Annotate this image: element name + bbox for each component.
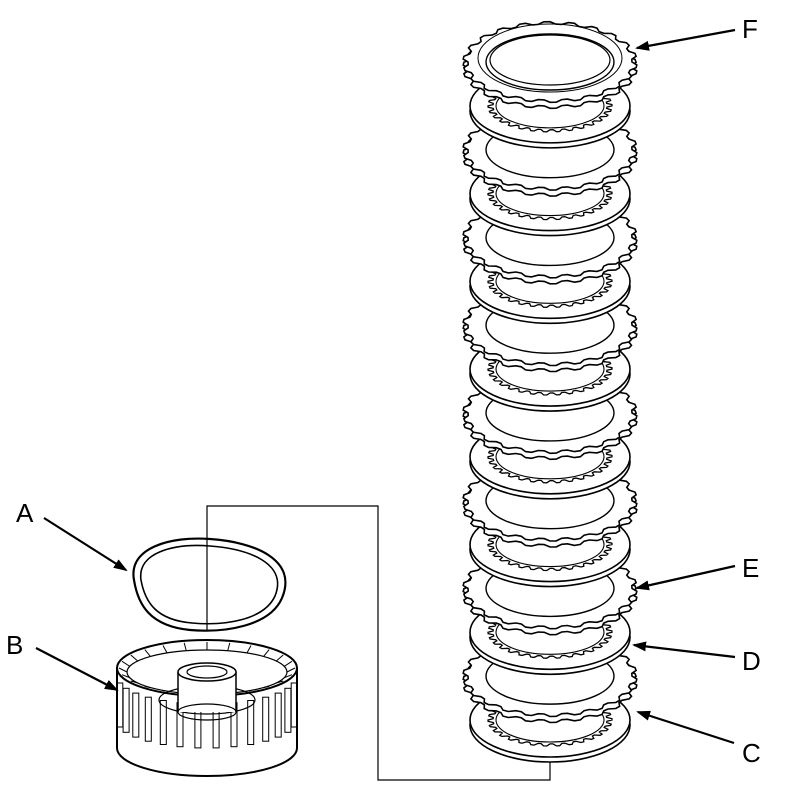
drum-spline-tooth (118, 667, 128, 673)
drum-slot (290, 682, 298, 728)
leader-a-arrow (43, 517, 128, 572)
drum-spline-tooth (263, 649, 270, 657)
stack-plate (462, 20, 638, 110)
leader-e-arrow (635, 564, 736, 591)
drum-spline-tooth (183, 642, 187, 651)
drum-spline-tooth (275, 654, 284, 662)
drum-slot (274, 692, 282, 738)
leader-b-arrow (35, 647, 119, 691)
drum-spline-tooth (276, 680, 284, 684)
clutch-plate-stack (462, 20, 638, 763)
drum-slot (159, 700, 167, 745)
drum-spline-tooth (286, 667, 296, 673)
drum-spline-tooth (284, 674, 293, 679)
callout-a: A (16, 498, 34, 528)
drum-spline-tooth (162, 690, 168, 692)
drum-spline-tooth (121, 674, 130, 679)
leader-d-arrow (632, 641, 736, 659)
drum-spline-tooth (130, 654, 139, 662)
drum-spline-tooth (227, 642, 231, 651)
callout-d: D (742, 646, 761, 676)
callout-c: C (742, 738, 761, 768)
drum-spline-tooth (121, 660, 130, 667)
drum-slot (144, 696, 152, 742)
callout-f: F (742, 14, 758, 44)
drum-spline-tooth (144, 685, 151, 689)
snap-ring (132, 537, 287, 632)
drum-spline-tooth (284, 660, 293, 667)
drum-spline-tooth (263, 685, 270, 689)
drum-slot (262, 696, 270, 742)
drum-slots (116, 682, 298, 749)
assembly-connector-line (206, 505, 551, 781)
drum-slot (247, 700, 255, 745)
callout-b: B (6, 630, 23, 660)
drum-spline-tooth (246, 645, 252, 654)
drum-spline-tooth (246, 690, 252, 692)
leader-f-arrow (635, 28, 736, 51)
drum-slot (122, 687, 130, 733)
drum-slot (132, 692, 140, 738)
clutch-drum (116, 639, 298, 777)
callout-e: E (742, 553, 759, 583)
drum-spline-tooth (130, 680, 138, 684)
drum-spline-tooth (144, 649, 151, 657)
drum-spline-tooth (162, 645, 168, 654)
leader-c-arrow (636, 710, 735, 745)
